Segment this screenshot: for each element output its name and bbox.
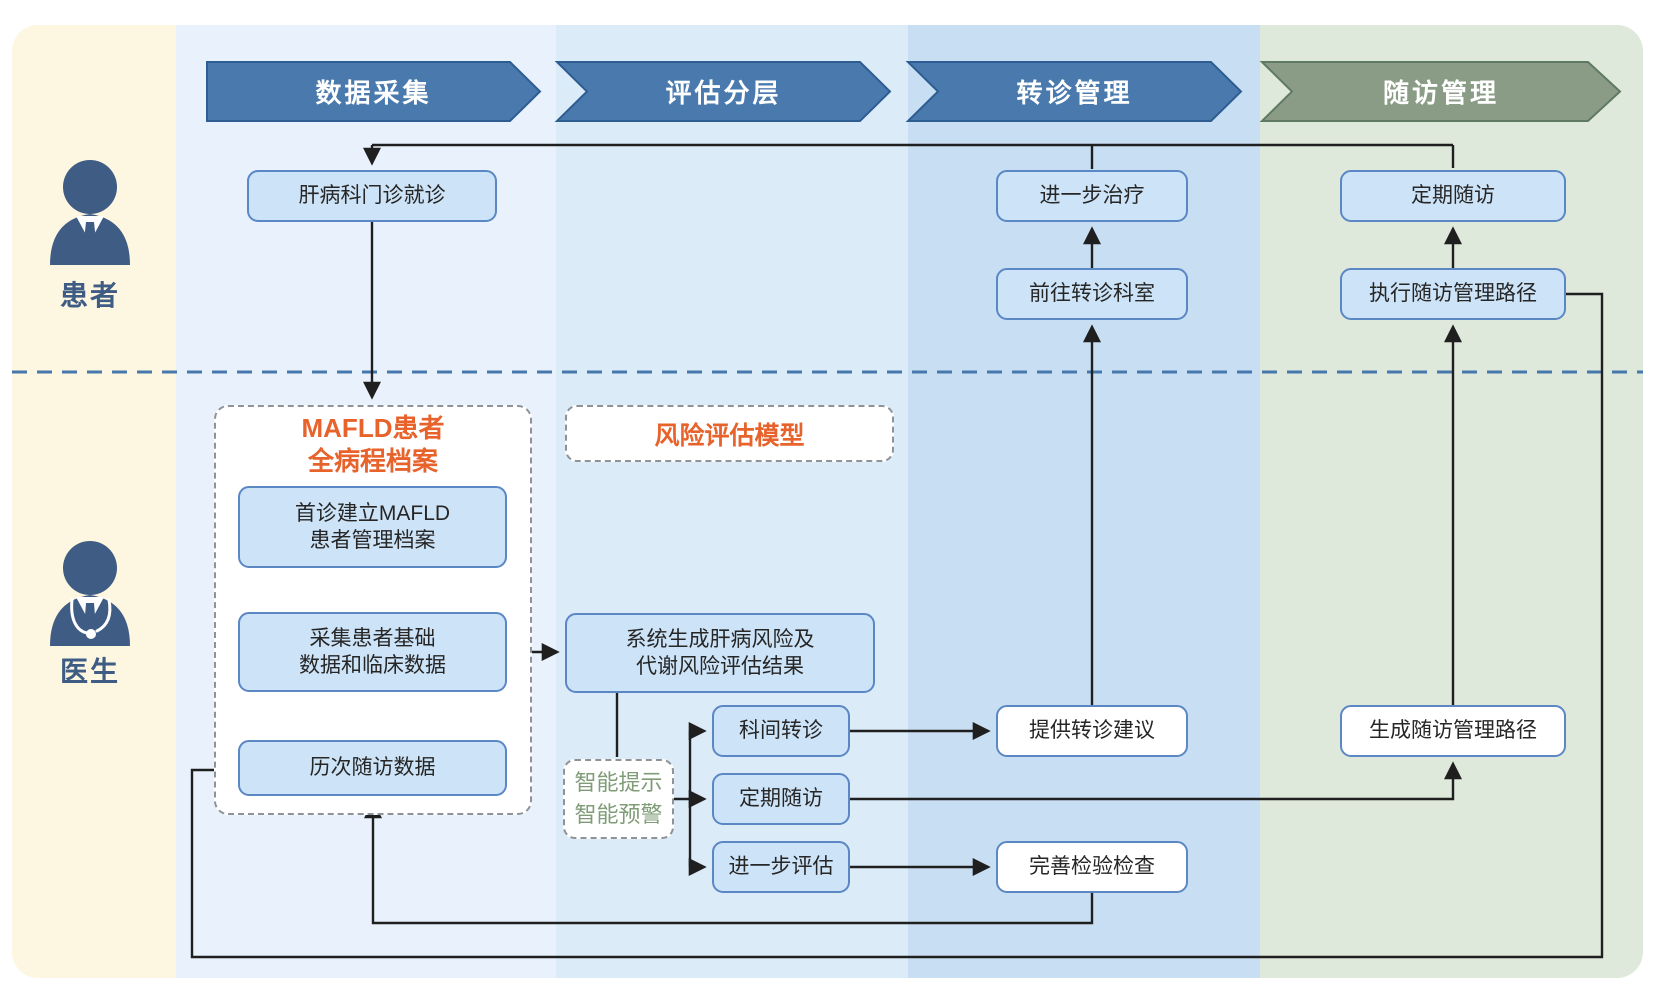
connector-followup-to-generate-path bbox=[850, 761, 1462, 801]
box-create-archive: 首诊建立MAFLD 患者管理档案 bbox=[238, 486, 507, 568]
lane-label-patient: 患者 bbox=[59, 280, 120, 311]
connector-tests-feedback-to-followup-data bbox=[364, 800, 1094, 925]
box-execute-followup-path: 执行随访管理路径 bbox=[1340, 268, 1566, 320]
box-dept-referral: 科间转诊 bbox=[712, 705, 850, 757]
phase-chevron-assessment bbox=[554, 61, 892, 122]
box-further-assess: 进一步评估 bbox=[712, 841, 850, 893]
connector-execute-feedback-loop bbox=[190, 292, 1604, 959]
phase-label-assessment: 评估分层 bbox=[665, 78, 782, 108]
box-risk-model-title: 风险评估模型 bbox=[565, 405, 894, 462]
phase-chevron-data-collection bbox=[206, 61, 542, 122]
box-further-treatment: 进一步治疗 bbox=[996, 170, 1188, 222]
mafld-archive-title: MAFLD患者 全病程档案 bbox=[301, 413, 445, 476]
box-followup-data: 历次随访数据 bbox=[238, 740, 507, 796]
phase-label-referral: 转诊管理 bbox=[1016, 78, 1133, 108]
box-risk-result: 系统生成肝病风险及 代谢风险评估结果 bbox=[565, 613, 875, 693]
doctor-icon bbox=[50, 541, 130, 646]
box-regular-followup-top: 定期随访 bbox=[1340, 170, 1566, 222]
phase-label-data-collection: 数据采集 bbox=[315, 78, 432, 108]
box-clinic-visit: 肝病科门诊就诊 bbox=[247, 170, 497, 222]
connector-smart-alert-branch bbox=[674, 731, 692, 867]
phase-label-followup: 随访管理 bbox=[1382, 78, 1499, 108]
box-generate-followup-path: 生成随访管理路径 bbox=[1340, 705, 1566, 757]
box-complete-tests: 完善检验检查 bbox=[996, 841, 1188, 893]
lane-label-doctor: 医生 bbox=[59, 656, 120, 687]
box-go-referral-dept: 前往转诊科室 bbox=[996, 268, 1188, 320]
box-referral-advice: 提供转诊建议 bbox=[996, 705, 1188, 757]
box-collect-data: 采集患者基础 数据和临床数据 bbox=[238, 612, 507, 692]
patient-icon bbox=[50, 160, 130, 265]
box-regular-followup-mid: 定期随访 bbox=[712, 773, 850, 825]
phase-chevron-followup bbox=[1259, 61, 1622, 122]
phase-chevron-referral bbox=[905, 61, 1243, 122]
box-smart-alert: 智能提示 智能预警 bbox=[563, 759, 674, 839]
